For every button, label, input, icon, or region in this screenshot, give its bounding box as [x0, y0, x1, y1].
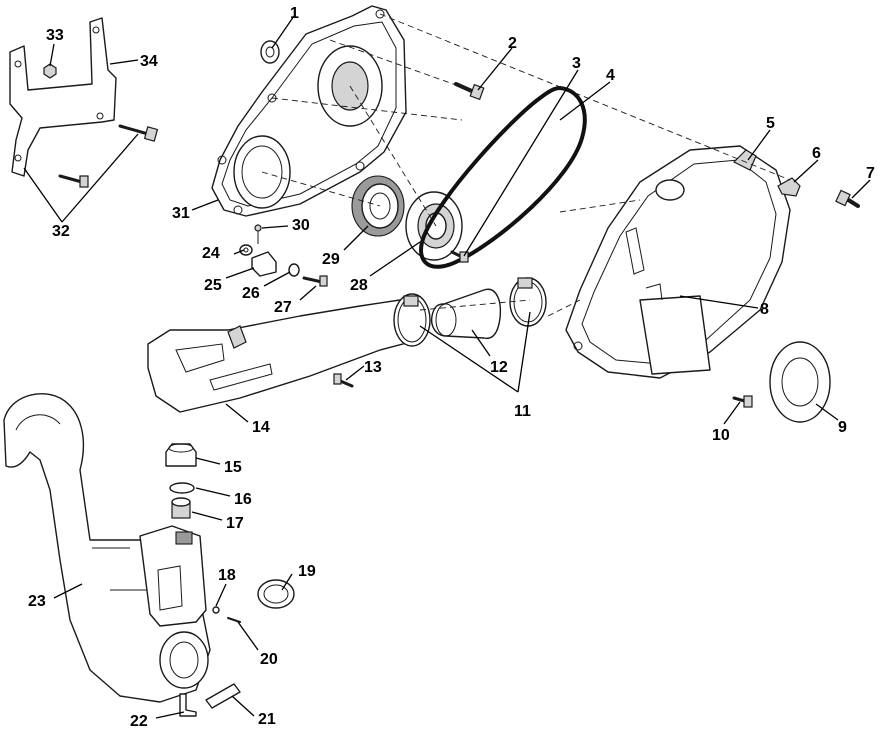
- drive-belt: [419, 85, 587, 269]
- cap-15: [165, 443, 197, 467]
- callout-21: 21: [258, 711, 276, 728]
- washer-24: [239, 244, 253, 256]
- mounting-bracket: [9, 17, 117, 177]
- callout-6: 6: [812, 145, 821, 162]
- clamp-11-right: [509, 277, 547, 327]
- nut-33: [43, 63, 57, 79]
- callout-20: 20: [260, 651, 278, 668]
- callout-24: 24: [202, 245, 220, 262]
- washer-26: [288, 263, 300, 277]
- clamp-11-left: [393, 293, 431, 347]
- bolt-32-lower: [58, 174, 89, 188]
- screw-13: [333, 373, 354, 388]
- callout-labels: 1 2 3 4 5 6 7 8 9 10 11 12 13 14 15 16 1…: [28, 5, 875, 729]
- o-ring-16: [169, 482, 195, 494]
- callout-11: 11: [514, 403, 531, 420]
- fitting-17: [171, 497, 191, 519]
- bolt-2: [454, 82, 485, 101]
- callout-3: 3: [572, 55, 581, 72]
- bolt-32-upper: [118, 124, 159, 142]
- callout-5: 5: [766, 115, 775, 132]
- callout-18: 18: [218, 567, 236, 584]
- callout-33: 33: [46, 27, 64, 44]
- tank-body: [139, 525, 207, 627]
- callout-7: 7: [866, 165, 875, 182]
- callout-29: 29: [322, 251, 340, 268]
- clip-25: [251, 251, 277, 277]
- washer-1: [260, 40, 280, 64]
- callout-8: 8: [760, 301, 769, 318]
- callout-32: 32: [52, 223, 70, 240]
- callout-31: 31: [172, 205, 190, 222]
- alignment-lines: [261, 13, 791, 317]
- bearing-28: [405, 191, 463, 261]
- washer-18: [212, 606, 220, 614]
- callout-13: 13: [364, 359, 382, 376]
- leader-lines: [23, 15, 871, 719]
- outer-cover: [565, 145, 791, 379]
- callout-9: 9: [838, 419, 847, 436]
- callout-26: 26: [242, 285, 260, 302]
- bolt-7: [835, 189, 860, 208]
- callout-27: 27: [274, 299, 292, 316]
- screw-27: [302, 275, 328, 287]
- callout-2: 2: [508, 35, 517, 52]
- clamp-19: [257, 579, 295, 609]
- callout-34: 34: [140, 53, 158, 70]
- callout-19: 19: [298, 563, 316, 580]
- callout-22: 22: [130, 713, 148, 729]
- gasket-9: [769, 341, 831, 423]
- hose-21: [205, 683, 241, 709]
- callout-25: 25: [204, 277, 222, 294]
- callout-23: 23: [28, 593, 46, 610]
- screw-20: [227, 617, 241, 623]
- screw-30: [254, 224, 262, 244]
- callout-12: 12: [490, 359, 508, 376]
- clip-6: [777, 177, 801, 197]
- callout-30: 30: [292, 217, 310, 234]
- bolt-10: [732, 395, 753, 408]
- intake-duct: [147, 299, 421, 413]
- seal-29: [351, 175, 405, 237]
- callout-17: 17: [226, 515, 244, 532]
- callout-16: 16: [234, 491, 252, 508]
- callout-4: 4: [606, 67, 615, 84]
- callout-10: 10: [712, 427, 730, 444]
- callout-14: 14: [252, 419, 270, 436]
- callout-15: 15: [224, 459, 242, 476]
- tube-12: [430, 288, 502, 340]
- callout-28: 28: [350, 277, 368, 294]
- elbow-22: [179, 693, 197, 717]
- bolt-3: [450, 250, 469, 263]
- callout-1: 1: [290, 5, 299, 22]
